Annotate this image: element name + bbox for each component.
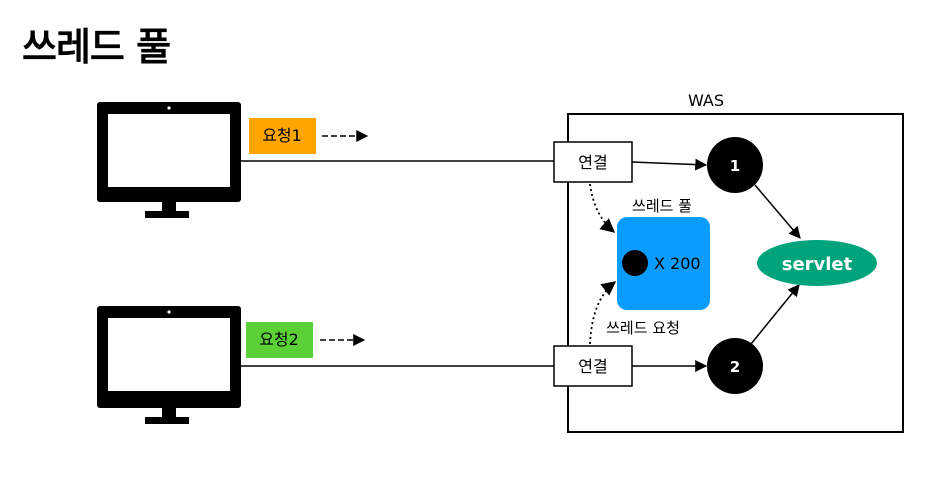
request-1-tag: 요청1 (249, 118, 316, 154)
servlet-node: servlet (757, 240, 877, 286)
thread-1-label: 1 (730, 157, 740, 175)
servlet-label: servlet (782, 254, 853, 275)
request-2-badge (246, 322, 313, 358)
request-2-tag: 요청2 (246, 322, 313, 358)
thread-2-label: 2 (730, 358, 740, 376)
thread-2-to-servlet-arrow (750, 284, 800, 345)
thread-2-node: 2 (707, 338, 763, 394)
was-container (567, 113, 904, 433)
connection-1-to-pool-dotted-arrow (589, 183, 616, 233)
connection-box-2: 연결 (553, 345, 633, 387)
request-2-label: 요청2 (259, 330, 299, 349)
connection-box-1: 연결 (553, 141, 633, 183)
request-1-label: 요청1 (262, 126, 302, 145)
connection-1-to-thread-1-arrow (631, 158, 708, 171)
request-1-badge (249, 118, 316, 154)
thread-pool-label: 쓰레드 풀 (632, 197, 692, 215)
page-title: 쓰레드 풀 (22, 25, 171, 69)
thread-pool-box (617, 217, 710, 310)
thread-request-label: 쓰레드 요청 (606, 319, 680, 337)
client-monitor-2 (97, 306, 241, 424)
was-label: WAS (688, 91, 724, 110)
client-monitor-1 (97, 102, 241, 218)
thread-1-to-servlet-arrow (754, 184, 801, 239)
thread-pool-thread-icon (622, 250, 648, 276)
thread-1-node: 1 (707, 137, 763, 193)
connection-2-label: 연결 (578, 357, 607, 376)
connection-1-label: 연결 (578, 153, 607, 172)
thread-pool-count: X 200 (654, 254, 701, 273)
